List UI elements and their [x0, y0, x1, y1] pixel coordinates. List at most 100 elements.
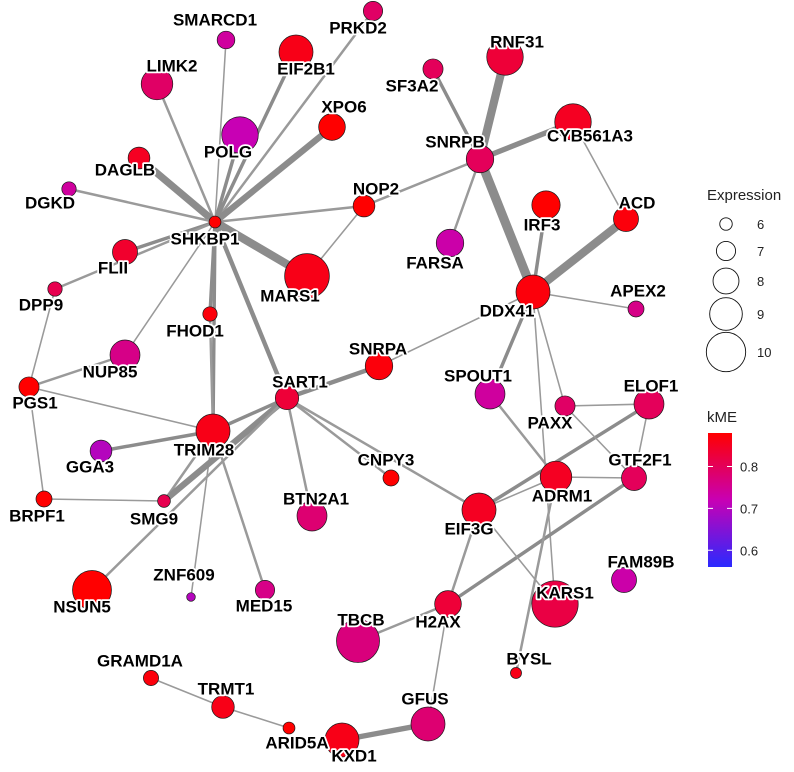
node-label-snrpa: SNRPA [349, 339, 407, 358]
node-fam89b[interactable] [611, 567, 637, 593]
node-label-tbcb: TBCB [337, 610, 384, 629]
node-daglb[interactable] [127, 146, 151, 170]
node-dpp9[interactable] [47, 281, 63, 297]
edge-shkbp1-sart1 [212, 219, 290, 401]
node-label-gtf2f1: GTF2F1 [608, 450, 671, 469]
node-nup85[interactable] [109, 339, 141, 371]
node-label-farsa: FARSA [406, 253, 464, 272]
node-cyb561a3[interactable] [554, 103, 592, 141]
node-xpo6[interactable] [318, 113, 346, 141]
node-gramd1a[interactable] [143, 670, 159, 686]
node-kars1[interactable] [531, 580, 579, 628]
node-arid5a[interactable] [282, 721, 296, 735]
edge-gtf2f1-h2ax [446, 476, 636, 606]
node-gfus[interactable] [410, 706, 446, 742]
node-nop2[interactable] [352, 194, 376, 218]
node-label-adrm1: ADRM1 [532, 486, 592, 505]
node-nsun5[interactable] [72, 570, 112, 610]
edge-shkbp1-limk2 [155, 82, 217, 224]
node-acd[interactable] [613, 206, 639, 232]
node-snrpb[interactable] [465, 144, 495, 174]
expression-legend-label-8: 8 [757, 274, 764, 289]
node-sart1[interactable] [274, 385, 300, 411]
node-kxd1[interactable] [324, 722, 360, 758]
expression-legend-key-10 [705, 331, 747, 373]
node-label-rnf31: RNF31 [490, 32, 544, 51]
node-label-shkbp1: SHKBP1 [171, 229, 240, 248]
node-label-pgs1: PGS1 [12, 393, 57, 412]
edge-ddx41-apex2 [532, 291, 637, 310]
edge-brpf1-smg9 [43, 498, 165, 502]
node-label-acd: ACD [619, 193, 656, 212]
edge-elof1-eif3g [477, 402, 651, 512]
node-trim28[interactable] [195, 413, 231, 449]
node-btn2a1[interactable] [296, 500, 328, 532]
edge-shkbp1-nup85 [124, 221, 216, 356]
node-tbcb[interactable] [336, 619, 380, 663]
node-rnf31[interactable] [486, 38, 524, 76]
node-label-apex2: APEX2 [610, 281, 666, 300]
node-eif2b1[interactable] [278, 34, 314, 70]
node-smg9[interactable] [157, 494, 171, 508]
node-h2ax[interactable] [434, 590, 462, 618]
edge-ddx41-paxx [532, 291, 566, 407]
edge-adrm1-bysl [514, 475, 558, 675]
node-label-spout1: SPOUT1 [444, 366, 512, 385]
node-prkd2[interactable] [363, 1, 384, 21]
node-label-prkd2: PRKD2 [329, 18, 387, 37]
node-label-kars1: KARS1 [536, 583, 594, 602]
node-label-eif2b1: EIF2B1 [277, 59, 335, 78]
node-label-mars1: MARS1 [260, 286, 320, 305]
node-snrpa[interactable] [364, 351, 394, 381]
edge-trim28-med15 [211, 429, 267, 592]
node-label-cnpy3: CNPY3 [358, 450, 415, 469]
node-apex2[interactable] [627, 300, 645, 318]
edge-snrpb-farsa [448, 157, 482, 245]
node-brpf1[interactable] [35, 490, 53, 508]
node-label-dgkd: DGKD [25, 193, 75, 212]
edge-trim28-znf609 [190, 430, 214, 598]
node-fhod1[interactable] [202, 306, 218, 322]
edge-ddx41-spout1 [488, 290, 535, 396]
node-paxx[interactable] [554, 395, 576, 417]
node-gtf2f1[interactable] [621, 465, 647, 491]
node-limk2[interactable] [140, 67, 174, 101]
node-mars1[interactable] [284, 253, 330, 299]
node-adrm1[interactable] [539, 460, 573, 494]
kme-tick-label-0.6: 0.6 [740, 543, 758, 558]
node-bysl[interactable] [510, 667, 522, 679]
node-flii[interactable] [112, 239, 138, 265]
node-irf3[interactable] [531, 190, 561, 220]
node-elof1[interactable] [633, 388, 665, 420]
edge-pgs1-trim28 [28, 386, 214, 432]
node-label-polg: POLG [204, 142, 252, 161]
edge-shkbp1-xpo6 [211, 123, 336, 226]
node-pgs1[interactable] [18, 376, 40, 398]
kme-legend-title: kME [707, 409, 737, 426]
node-trmt1[interactable] [211, 695, 235, 719]
node-gga3[interactable] [89, 439, 113, 463]
node-label-fhod1: FHOD1 [166, 321, 224, 340]
node-znf609[interactable] [186, 592, 196, 602]
node-label-gramd1a: GRAMD1A [97, 651, 183, 670]
edge-sart1-smg9 [160, 394, 291, 505]
expression-legend-key-8 [712, 267, 740, 295]
edge-dpp9-pgs1 [28, 288, 56, 388]
edge-sart1-snrpa [284, 363, 382, 401]
node-cnpy3[interactable] [382, 469, 400, 487]
node-polg[interactable] [221, 116, 259, 154]
node-eif3g[interactable] [461, 492, 497, 528]
node-label-dpp9: DPP9 [19, 295, 63, 314]
node-spout1[interactable] [474, 378, 506, 410]
edge-ddx41-acd [528, 214, 631, 297]
node-smarcd1[interactable] [216, 30, 236, 50]
node-sf3a2[interactable] [422, 58, 444, 80]
node-dgkd[interactable] [61, 181, 77, 197]
node-label-smarcd1: SMARCD1 [173, 10, 257, 29]
node-ddx41[interactable] [515, 274, 551, 310]
node-farsa[interactable] [435, 228, 465, 258]
edge-pgs1-brpf1 [28, 386, 45, 500]
node-shkbp1[interactable] [208, 215, 222, 229]
node-med15[interactable] [255, 579, 276, 600]
